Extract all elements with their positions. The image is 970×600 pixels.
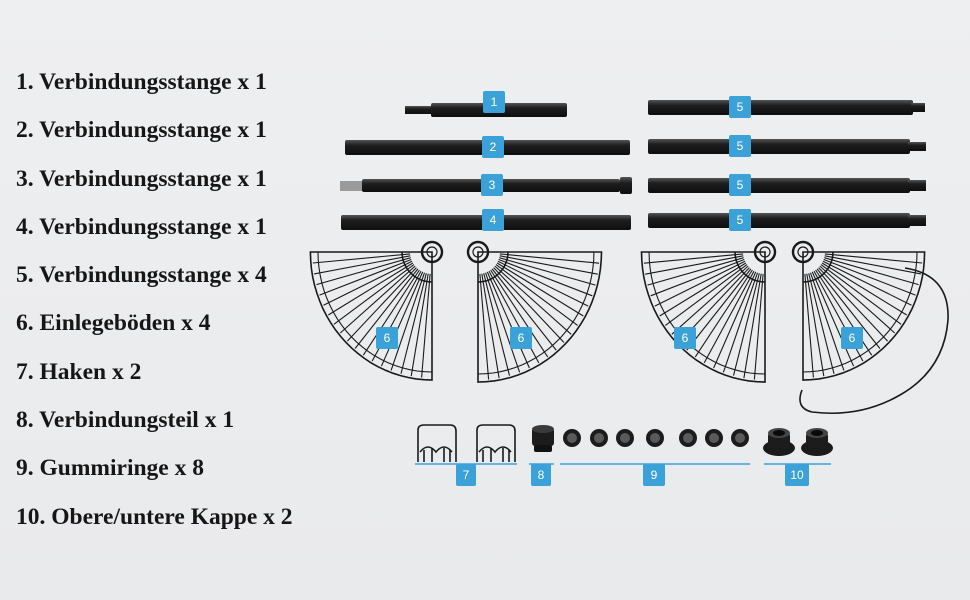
rubber-ring-1 bbox=[563, 429, 581, 447]
shelf-2 bbox=[466, 240, 603, 383]
badge-hooks: 7 bbox=[456, 464, 476, 486]
svg-text:9: 9 bbox=[651, 468, 658, 482]
part-item-6: 6. Einlegeböden x 4 bbox=[16, 310, 211, 337]
badge-rod-5c: 5 bbox=[729, 174, 751, 196]
rubber-ring-7 bbox=[731, 429, 749, 447]
svg-text:5: 5 bbox=[737, 178, 744, 192]
svg-text:2: 2 bbox=[490, 140, 497, 154]
svg-text:6: 6 bbox=[384, 331, 391, 345]
parts-list: 1. Verbindungsstange x 1 2. Verbindungss… bbox=[16, 62, 293, 545]
badge-rod-5d: 5 bbox=[729, 209, 751, 231]
connector-part bbox=[532, 425, 554, 452]
part-item-9: 9. Gummiringe x 8 bbox=[16, 455, 204, 482]
badge-shelf-1: 6 bbox=[376, 327, 398, 349]
svg-text:6: 6 bbox=[682, 331, 689, 345]
svg-text:6: 6 bbox=[849, 331, 856, 345]
badge-shelf-4: 6 bbox=[841, 327, 863, 349]
part-item-4: 4. Verbindungsstange x 1 bbox=[16, 213, 267, 240]
badge-rod-5b: 5 bbox=[729, 135, 751, 157]
badge-rings: 9 bbox=[643, 464, 665, 486]
rod-5a bbox=[648, 100, 925, 115]
cap-1 bbox=[763, 428, 795, 456]
rubber-ring-5 bbox=[679, 429, 697, 447]
shelf-1 bbox=[309, 240, 444, 381]
shelf-4-rail bbox=[799, 267, 949, 415]
badge-rod-1: 1 bbox=[483, 91, 505, 113]
svg-text:5: 5 bbox=[737, 213, 744, 227]
svg-text:10: 10 bbox=[790, 468, 804, 482]
rubber-ring-3 bbox=[616, 429, 634, 447]
svg-text:7: 7 bbox=[463, 468, 470, 482]
rod-5b bbox=[648, 139, 926, 154]
badge-shelf-2: 6 bbox=[510, 327, 532, 349]
badge-connector: 8 bbox=[531, 464, 551, 486]
badge-shelf-3: 6 bbox=[674, 327, 696, 349]
badge-rod-3: 3 bbox=[481, 174, 503, 196]
part-item-10: 10. Obere/untere Kappe x 2 bbox=[16, 503, 293, 530]
badge-caps: 10 bbox=[785, 464, 809, 486]
svg-text:3: 3 bbox=[489, 178, 496, 192]
svg-text:4: 4 bbox=[490, 213, 497, 227]
part-item-3: 3. Verbindungsstange x 1 bbox=[16, 165, 267, 192]
cap-2 bbox=[801, 428, 833, 456]
rod-5d bbox=[648, 213, 926, 228]
rod-5c bbox=[648, 178, 926, 193]
rubber-ring-2 bbox=[590, 429, 608, 447]
hook-2 bbox=[476, 424, 516, 462]
badge-rod-5a: 5 bbox=[729, 96, 751, 118]
svg-text:6: 6 bbox=[518, 331, 525, 345]
svg-text:1: 1 bbox=[491, 95, 498, 109]
rubber-ring-4 bbox=[646, 429, 664, 447]
shelf-3 bbox=[640, 240, 777, 383]
shelf-4 bbox=[791, 240, 926, 381]
rubber-ring-6 bbox=[705, 429, 723, 447]
part-item-8: 8. Verbindungsteil x 1 bbox=[16, 407, 235, 434]
part-item-1: 1. Verbindungsstange x 1 bbox=[16, 69, 267, 95]
part-item-7: 7. Haken x 2 bbox=[16, 358, 142, 385]
hook-1 bbox=[417, 424, 457, 462]
badge-rod-2: 2 bbox=[482, 136, 504, 158]
part-item-2: 2. Verbindungsstange x 1 bbox=[16, 117, 267, 144]
svg-text:8: 8 bbox=[538, 468, 545, 482]
part-item-5: 5. Verbindungsstange x 4 bbox=[16, 262, 267, 289]
badge-rod-4: 4 bbox=[482, 209, 504, 231]
svg-text:5: 5 bbox=[737, 139, 744, 153]
svg-text:5: 5 bbox=[737, 100, 744, 114]
